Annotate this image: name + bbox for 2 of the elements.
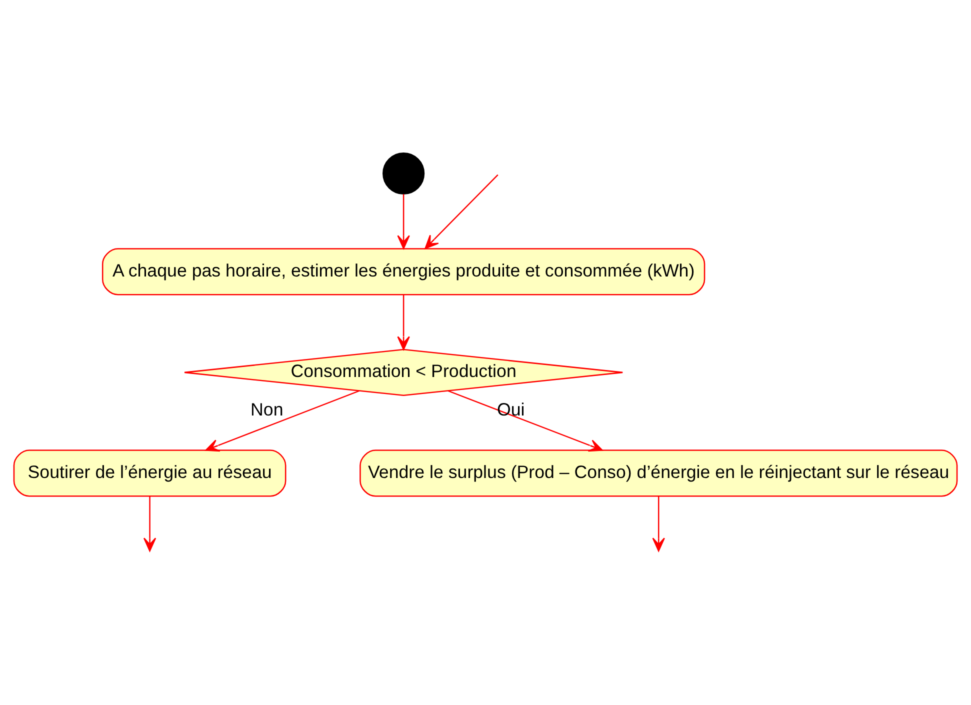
- edge-label: Non: [250, 400, 284, 420]
- edge-label: Oui: [496, 400, 525, 420]
